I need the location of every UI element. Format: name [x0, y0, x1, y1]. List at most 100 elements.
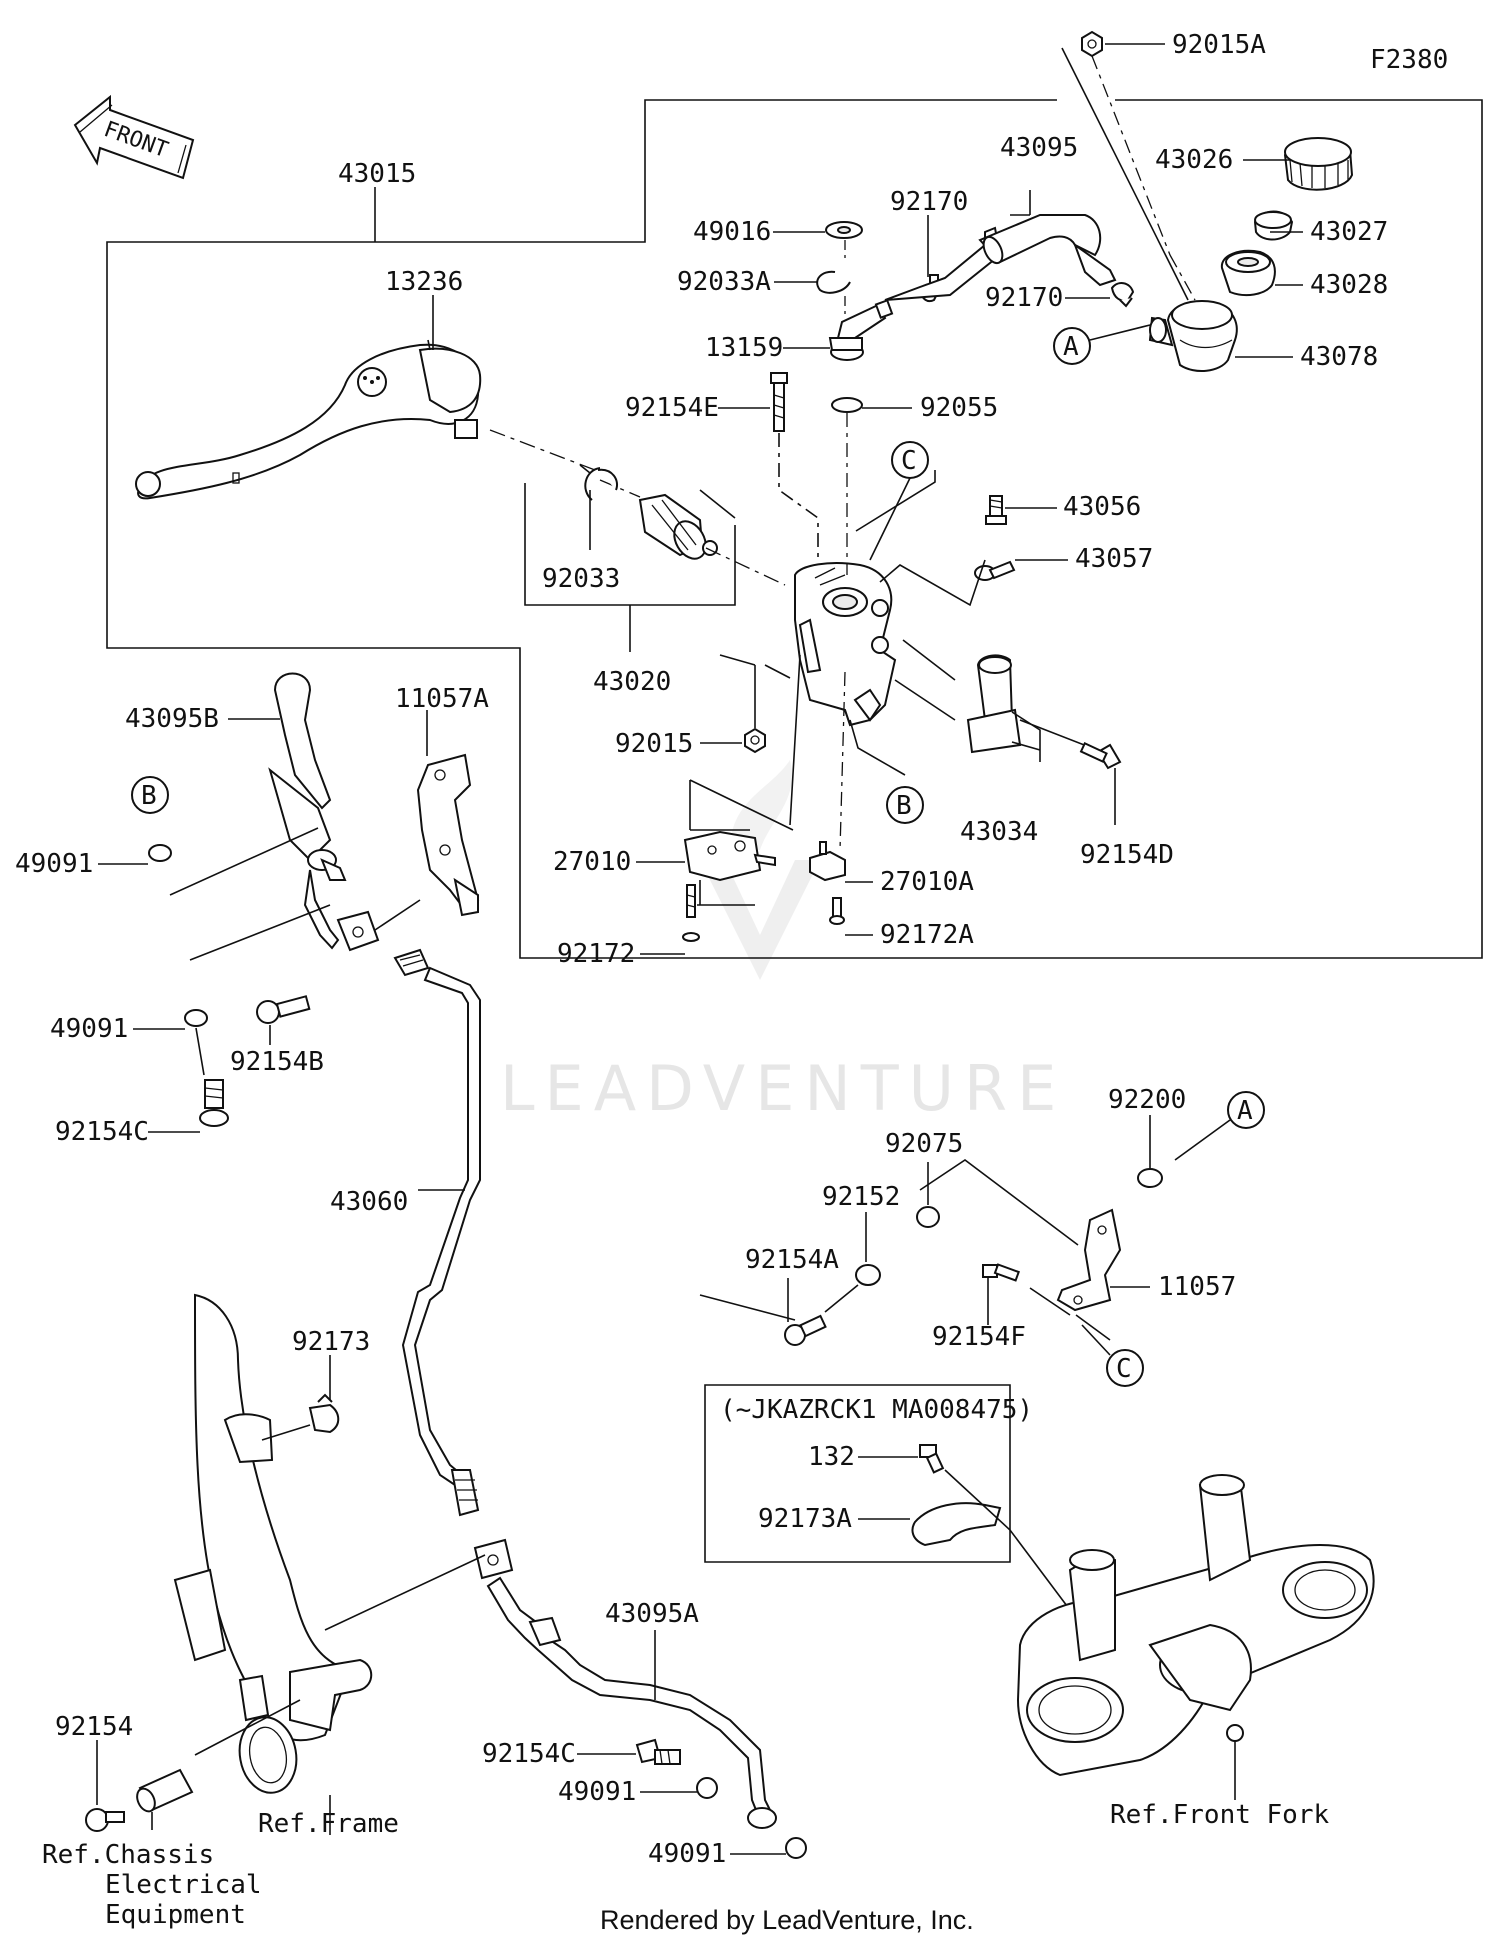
washer-92152	[855, 1264, 881, 1286]
bleeder-43056	[985, 495, 1007, 525]
label-92154C: 92154C	[55, 1117, 149, 1147]
label-43015: 43015	[338, 159, 416, 189]
label-92154D: 92154D	[1080, 840, 1174, 870]
label-43020: 43020	[593, 667, 671, 697]
leaders-right-washers	[699, 1159, 1079, 1321]
callout-B-left: B	[131, 776, 169, 814]
svg-text:C: C	[1116, 1354, 1132, 1384]
bolt-92154C	[199, 1079, 229, 1127]
washer-92075	[916, 1206, 940, 1228]
bolt-92154B	[256, 995, 311, 1024]
bolt-92154E	[770, 372, 788, 432]
washer-49091-d	[785, 1837, 807, 1859]
label-92152: 92152	[822, 1182, 900, 1212]
leader-11057A	[374, 710, 428, 931]
label-43028: 43028	[1310, 270, 1388, 300]
svg-text:C: C	[901, 446, 917, 476]
footer-credit: Rendered by LeadVenture, Inc.	[600, 1905, 974, 1935]
bracket-11057A	[416, 753, 480, 917]
ref-chassis-line3: Equipment	[105, 1900, 246, 1930]
assembly-43015-box	[106, 99, 1483, 959]
watermark-text: LEADVENTURE	[500, 1052, 1066, 1125]
callout-C-top: C	[891, 441, 929, 479]
clip-92173	[308, 1393, 340, 1434]
label-43095: 43095	[1000, 133, 1078, 163]
brake-lever	[135, 343, 482, 500]
label-92200: 92200	[1108, 1085, 1186, 1115]
screw-92172A	[829, 897, 845, 925]
callout-B-master: B	[886, 786, 924, 824]
label-92170-b: 92170	[985, 283, 1063, 313]
leader-43095	[1010, 190, 1031, 216]
washer-49091-c	[696, 1777, 718, 1799]
label-92154C-lower: 92154C	[482, 1739, 576, 1769]
leader-92015	[719, 654, 791, 728]
hose-43060	[401, 966, 481, 1517]
washer-92200	[1137, 1168, 1163, 1188]
ref-front-fork: Ref.Front Fork	[1110, 1800, 1329, 1830]
leader-B-master	[849, 719, 906, 776]
bolt-92154	[85, 1808, 125, 1832]
switch-27010	[683, 830, 776, 882]
switch-27010A	[809, 841, 846, 882]
leader-43034	[894, 639, 1041, 762]
clamp-92170-b	[1110, 282, 1135, 308]
piston-assembly	[638, 493, 718, 560]
joint-lower	[473, 1538, 514, 1580]
fitting-13159	[828, 299, 894, 361]
callout-A-right: A	[1227, 1091, 1265, 1129]
clip-92033A	[816, 270, 851, 294]
label-92154A: 92154A	[745, 1245, 839, 1275]
label-92172: 92172	[557, 939, 635, 969]
leader-132	[944, 1469, 1071, 1611]
label-49091-c: 49091	[558, 1777, 636, 1807]
svg-text:B: B	[896, 791, 912, 821]
bolt-92154A	[784, 1314, 827, 1346]
nut-92015A	[1081, 30, 1103, 58]
connector-chassis	[136, 1768, 194, 1813]
label-92075: 92075	[885, 1129, 963, 1159]
label-43060: 43060	[330, 1187, 408, 1217]
serial-box	[704, 1384, 1011, 1563]
fork-bracket	[1016, 1474, 1375, 1777]
label-92173A: 92173A	[758, 1504, 852, 1534]
bracket-11057	[1056, 1208, 1122, 1312]
leader-49091-b	[189, 904, 331, 1076]
label-13236: 13236	[385, 267, 463, 297]
callout-A-reservoir: A	[1053, 327, 1091, 365]
leader-92033	[579, 464, 591, 550]
master-cylinder-body	[794, 562, 897, 727]
leader-A-right	[1174, 1119, 1231, 1161]
label-92015A: 92015A	[1172, 30, 1266, 60]
label-43056: 43056	[1063, 492, 1141, 522]
label-92154E: 92154E	[625, 393, 719, 423]
label-92033A: 92033A	[677, 267, 771, 297]
holder-43034	[966, 654, 1022, 754]
label-27010A: 27010A	[880, 867, 974, 897]
label-49091-a: 49091	[15, 849, 93, 879]
leader-C-43056	[855, 470, 986, 607]
bolt-92154C-lower	[635, 1738, 681, 1765]
label-92173: 92173	[292, 1327, 370, 1357]
watermark: LEADVENTURE	[500, 760, 1066, 1125]
label-43057: 43057	[1075, 544, 1153, 574]
label-92154: 92154	[55, 1712, 133, 1742]
oring-92055	[831, 397, 863, 413]
ref-frame: Ref.Frame	[258, 1809, 399, 1839]
label-92033: 92033	[542, 564, 620, 594]
label-92154F: 92154F	[932, 1322, 1026, 1352]
bolt-132	[919, 1444, 945, 1474]
serial-note: (~JKAZRCK1 MA008475)	[720, 1395, 1033, 1425]
svg-text:A: A	[1237, 1096, 1253, 1126]
diaphragm-43028	[1220, 249, 1276, 297]
leader-92154	[96, 1740, 153, 1830]
leader-92173	[261, 1355, 331, 1441]
label-43078: 43078	[1300, 342, 1378, 372]
label-92170-a: 92170	[890, 187, 968, 217]
label-92015: 92015	[615, 729, 693, 759]
reference-labels: Ref.Chassis Electrical Equipment Ref.Fra…	[42, 1800, 1329, 1930]
label-49016: 49016	[693, 217, 771, 247]
label-43034: 43034	[960, 817, 1038, 847]
ref-chassis-line2: Electrical	[105, 1870, 262, 1900]
